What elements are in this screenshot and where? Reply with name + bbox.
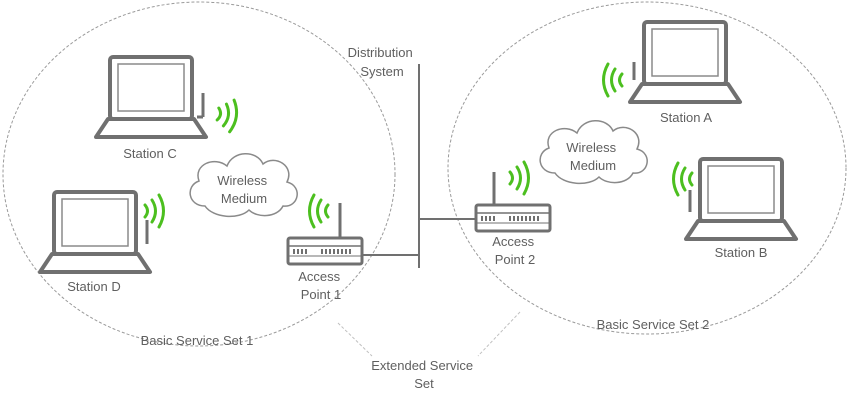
ess-connector-right	[477, 311, 521, 357]
station-a-laptop-icon	[628, 20, 742, 104]
station-a-wifi-signal-icon	[602, 62, 624, 98]
bss-1-label: Basic Service Set 1	[141, 333, 254, 348]
bss-2-label: Basic Service Set 2	[597, 317, 710, 332]
station-b-laptop-icon	[684, 157, 798, 241]
bss-2-boundary	[447, 1, 847, 335]
distribution-system-label: Distribution System	[348, 45, 417, 79]
ap2-wifi-signal-icon	[508, 160, 530, 196]
access-point-2-label: Access Point 2	[492, 234, 538, 267]
access-point-1-label: Access Point 1	[298, 269, 344, 302]
ap1-wifi-signal-icon	[308, 193, 330, 229]
ess-label: Extended Service Set	[371, 358, 477, 391]
station-b-label: Station B	[715, 245, 768, 260]
station-d-label: Station D	[67, 279, 120, 294]
ess-connector-left	[337, 322, 373, 357]
access-point-1-wireless-router-icon	[286, 236, 364, 266]
station-d-laptop-icon	[38, 190, 152, 274]
wireless-medium-1-label: Wireless Medium	[217, 173, 270, 206]
bss-1-boundary	[2, 1, 396, 347]
station-c-wifi-signal-icon	[214, 96, 241, 134]
station-c-label: Station C	[123, 146, 176, 161]
station-a-label: Station A	[660, 110, 712, 125]
station-c-laptop-icon	[94, 55, 208, 139]
access-point-2-wireless-router-icon	[474, 203, 552, 233]
wireless-medium-2-label: Wireless Medium	[566, 140, 619, 173]
